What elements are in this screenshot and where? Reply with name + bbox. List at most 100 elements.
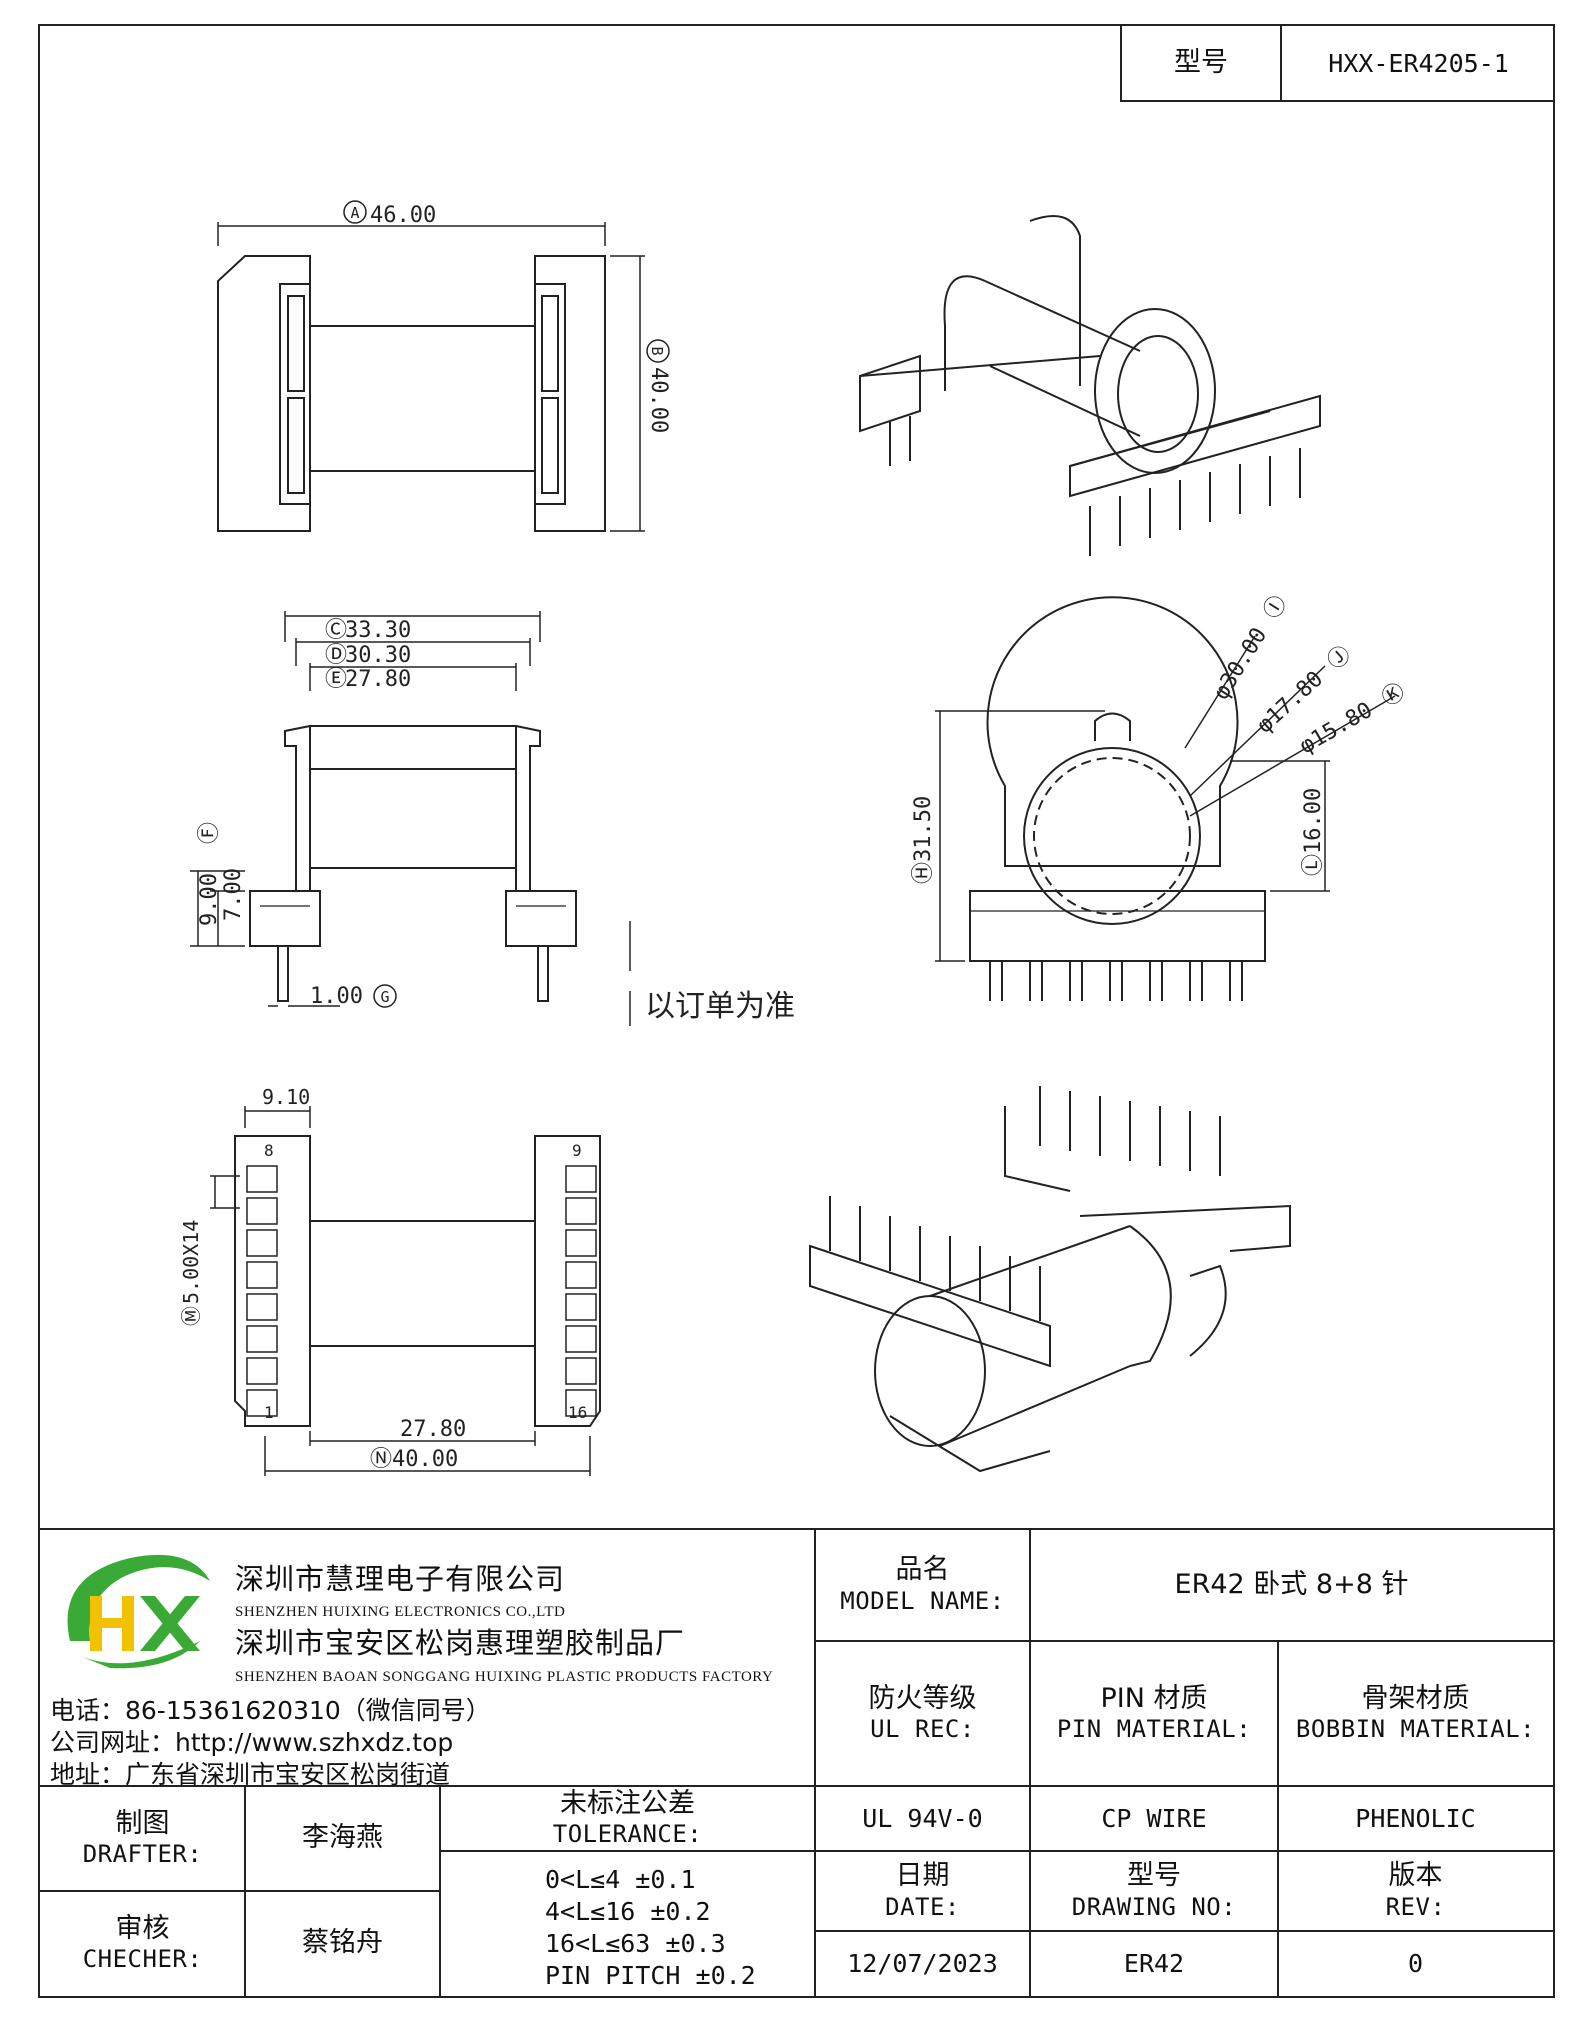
ul-rec-value-text: UL 94V-0 bbox=[862, 1804, 983, 1833]
svg-text:Ⓒ: Ⓒ bbox=[325, 618, 347, 643]
model-name-value: ER42 卧式 8+8 针 bbox=[1030, 1529, 1553, 1641]
isometric-view-bottom bbox=[809, 1086, 1291, 1473]
checker-label: 审核 CHECHER: bbox=[40, 1891, 245, 1996]
ul-rec-cn: 防火等级 bbox=[868, 1682, 977, 1714]
tolerance-line-3: 16<L≤63 ±0.3 bbox=[545, 1929, 726, 1958]
date-cn: 日期 bbox=[895, 1860, 950, 1892]
drafter-value: 李海燕 bbox=[245, 1786, 440, 1891]
contact-phone-row: 电话：86-15361620310（微信同号） bbox=[50, 1691, 491, 1727]
title-block-lines bbox=[40, 1528, 1553, 1996]
drawing-no-value-text: ER42 bbox=[1123, 1949, 1185, 1978]
checker-value: 蔡铭舟 bbox=[245, 1891, 440, 1996]
bobbin-material-value-text: PHENOLIC bbox=[1355, 1804, 1476, 1833]
dim-e: 27.80 bbox=[345, 667, 411, 692]
side-view: Ⓒ 33.30 Ⓓ 30.30 Ⓔ 27.80 1.00 bbox=[190, 611, 795, 1026]
model-name-en: MODEL NAME: bbox=[840, 1586, 1005, 1615]
pin-material-cn: PIN 材质 bbox=[1100, 1682, 1208, 1714]
front-pins bbox=[989, 961, 1243, 1001]
dim-h: 31.50 bbox=[911, 796, 936, 862]
svg-text:Ⓔ: Ⓔ bbox=[325, 667, 347, 692]
model-name-label: 品名 MODEL NAME: bbox=[815, 1529, 1030, 1641]
technical-drawing: A 46.00 B 40.00 Ⓒ 33.30 Ⓓ 30.30 Ⓔ 27.80 bbox=[179, 200, 1409, 1476]
label-a: A bbox=[350, 204, 359, 222]
rev-value-text: 0 bbox=[1407, 1949, 1424, 1978]
header-model-label-text: 型号 bbox=[1174, 46, 1228, 78]
bobbin-material-en: BOBBIN MATERIAL: bbox=[1295, 1715, 1536, 1744]
pin-material-value-text: CP WIRE bbox=[1101, 1804, 1207, 1833]
drafter-en: DRAFTER: bbox=[82, 1840, 203, 1869]
ul-rec-value: UL 94V-0 bbox=[815, 1786, 1030, 1851]
contact-address-row: 地址：广东省深圳市宝安区松岗街道 bbox=[50, 1755, 450, 1791]
dim-7: 7.00 bbox=[221, 868, 246, 921]
dim-c: 33.30 bbox=[345, 618, 411, 643]
contact-phone: 电话：86-15361620310（微信同号） bbox=[50, 1696, 491, 1725]
date-en: DATE: bbox=[885, 1892, 960, 1921]
label-a-circle bbox=[343, 200, 367, 224]
drawing-no-cn: 型号 bbox=[1127, 1860, 1181, 1892]
dim-m: 5.00X14 bbox=[179, 1220, 203, 1304]
pin-1: 1 bbox=[264, 1403, 274, 1422]
company-name-en-row: SHENZHEN HUIXING ELECTRONICS CO.,LTD bbox=[235, 1601, 565, 1621]
svg-text:Ⓝ: Ⓝ bbox=[370, 1447, 392, 1472]
date-value-text: 12/07/2023 bbox=[847, 1949, 998, 1978]
drafter-label: 制图 DRAFTER: bbox=[40, 1786, 245, 1891]
svg-text:Ⓛ: Ⓛ bbox=[1301, 854, 1326, 876]
pin-16: 16 bbox=[568, 1403, 587, 1422]
dim-b: 40.00 bbox=[646, 367, 671, 433]
company-name-cn: 深圳市慧理电子有限公司 bbox=[235, 1562, 566, 1596]
contact-website-row: 公司网址：http://www.szhxdz.top bbox=[50, 1723, 453, 1759]
factory-name-en: SHENZHEN BAOAN SONGGANG HUIXING PLASTIC … bbox=[235, 1669, 774, 1685]
dim-l: 16.00 bbox=[1301, 788, 1326, 854]
label-g: G bbox=[380, 988, 389, 1006]
checker-en: CHECHER: bbox=[82, 1945, 203, 1974]
factory-name-cn: 深圳市宝安区松岗惠理塑胶制品厂 bbox=[235, 1626, 686, 1660]
tolerance-en: TOLERANCE: bbox=[552, 1820, 703, 1849]
model-name-value-text: ER42 卧式 8+8 针 bbox=[1174, 1568, 1409, 1600]
drawing-no-value: ER42 bbox=[1030, 1931, 1278, 1996]
drawing-frame: 型号 HXX-ER4205-1 A 46.00 B bbox=[38, 24, 1555, 1998]
tolerance-cn: 未标注公差 bbox=[560, 1787, 695, 1819]
bottom-view: 9.10 Ⓜ 5.00X14 8 9 1 16 27.80 Ⓝ 40.00 bbox=[179, 1085, 601, 1476]
header-model-value-text: HXX-ER4205-1 bbox=[1328, 48, 1509, 78]
dim-a: 46.00 bbox=[370, 203, 436, 228]
top-view: A 46.00 B 40.00 bbox=[217, 200, 671, 532]
dim-inner: 27.80 bbox=[400, 1417, 466, 1442]
label-b-circle bbox=[646, 339, 670, 363]
pin-material-value: CP WIRE bbox=[1030, 1786, 1278, 1851]
bobbin-material-value: PHENOLIC bbox=[1278, 1786, 1553, 1851]
ul-rec-label: 防火等级 UL REC: bbox=[815, 1641, 1030, 1786]
contact-address: 地址：广东省深圳市宝安区松岗街道 bbox=[50, 1760, 451, 1789]
checker-cn: 审核 bbox=[115, 1912, 170, 1944]
date-value: 12/07/2023 bbox=[815, 1931, 1030, 1996]
dim-pitch-top: 9.10 bbox=[262, 1085, 310, 1109]
company-logo bbox=[67, 1554, 210, 1669]
factory-name-en-row: SHENZHEN BAOAN SONGGANG HUIXING PLASTIC … bbox=[235, 1666, 773, 1686]
svg-text:Ⓗ: Ⓗ bbox=[911, 862, 936, 884]
svg-text:Ⓓ: Ⓓ bbox=[325, 643, 347, 668]
pin-8: 8 bbox=[264, 1141, 274, 1160]
drawing-no-label: 型号 DRAWING NO: bbox=[1030, 1851, 1278, 1931]
date-label: 日期 DATE: bbox=[815, 1851, 1030, 1931]
header-model-label: 型号 bbox=[1120, 26, 1280, 102]
label-b: B bbox=[648, 346, 666, 355]
dim-d: 30.30 bbox=[345, 643, 411, 668]
bobbin-material-label: 骨架材质 BOBBIN MATERIAL: bbox=[1278, 1641, 1553, 1786]
factory-name-row: 深圳市宝安区松岗惠理塑胶制品厂 bbox=[235, 1620, 685, 1662]
drawing-no-en: DRAWING NO: bbox=[1071, 1892, 1237, 1921]
model-name-cn: 品名 bbox=[895, 1554, 950, 1586]
bobbin-material-cn: 骨架材质 bbox=[1361, 1682, 1470, 1714]
tolerance-line-4: PIN PITCH ±0.2 bbox=[545, 1961, 756, 1990]
rev-cn: 版本 bbox=[1388, 1860, 1443, 1892]
checker-value-text: 蔡铭舟 bbox=[302, 1927, 383, 1959]
tolerance-line-2: 4<L≤16 ±0.2 bbox=[545, 1897, 711, 1926]
tolerance-label: 未标注公差 TOLERANCE: bbox=[440, 1786, 815, 1851]
ul-rec-en: UL REC: bbox=[870, 1715, 975, 1744]
rev-value: 0 bbox=[1278, 1931, 1553, 1996]
dim-n: 40.00 bbox=[392, 1447, 458, 1472]
company-name-en: SHENZHEN HUIXING ELECTRONICS CO.,LTD bbox=[235, 1604, 566, 1620]
isometric-view-top bbox=[859, 215, 1321, 556]
dim-f: 9.00 bbox=[197, 873, 222, 926]
drafter-cn: 制图 bbox=[115, 1807, 170, 1839]
pin-material-label: PIN 材质 PIN MATERIAL: bbox=[1030, 1641, 1278, 1786]
rev-label: 版本 REV: bbox=[1278, 1851, 1553, 1931]
